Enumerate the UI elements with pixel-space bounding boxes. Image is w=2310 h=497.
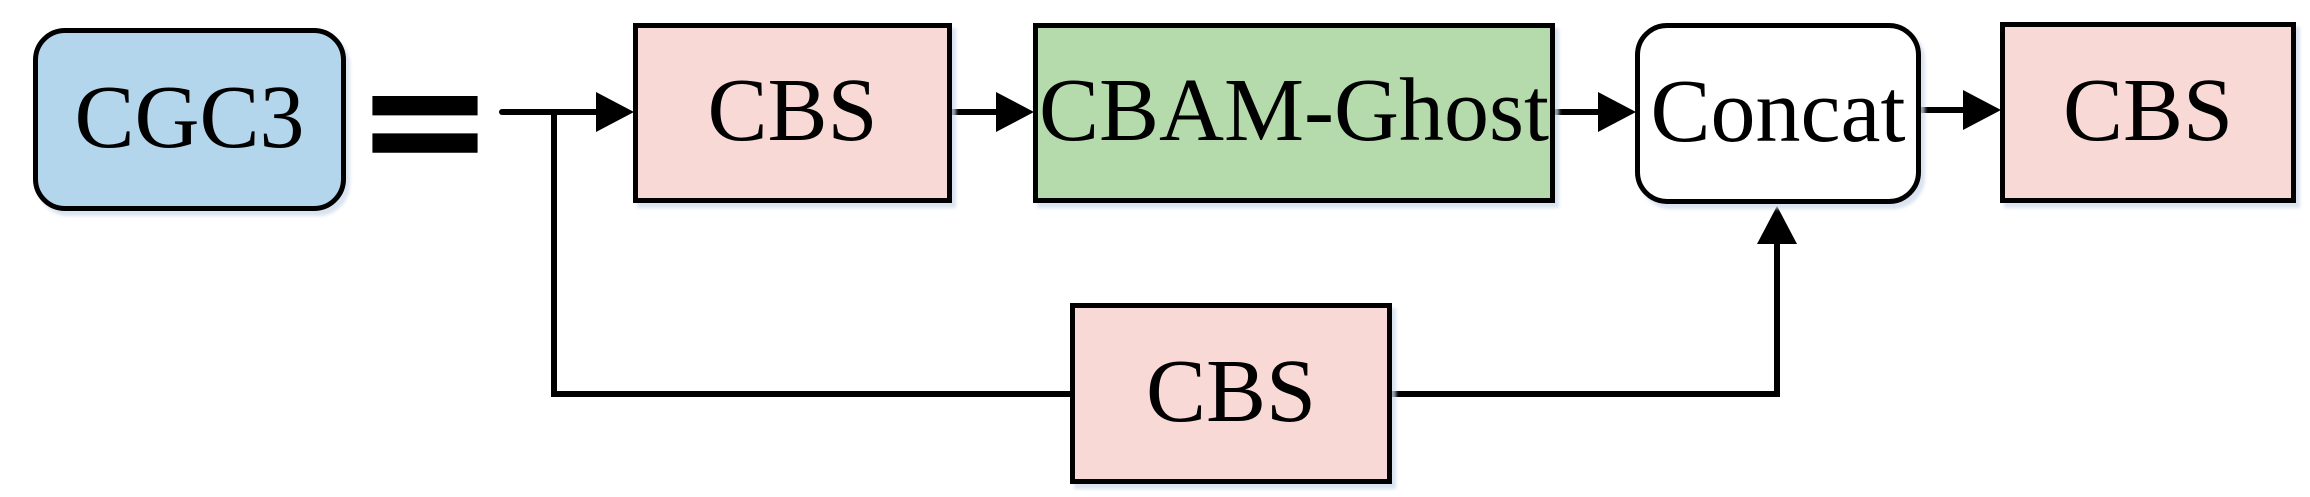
node-cbs-output-label: CBS [2062,60,2234,160]
node-concat-label: Concat [1650,61,1906,161]
node-cbs-top-label: CBS [707,61,878,160]
node-cbam-ghost: CBAM-Ghost [1033,23,1555,203]
node-cbs-output: CBS [2000,22,2296,203]
node-concat: Concat [1635,23,1921,204]
arrowhead-into-cbam-ghost [996,92,1034,132]
node-cgc3-label: CGC3 [74,67,305,167]
edge-shortcut-cbs-to-concat [1392,242,1780,397]
node-cbam-ghost-label: CBAM-Ghost [1038,61,1550,160]
arrowhead-into-cbs-top [596,92,634,132]
arrowhead-into-concat [1598,92,1636,132]
node-cbs-top: CBS [633,23,952,203]
node-cbs-shortcut-label: CBS [1145,341,1317,441]
arrowhead-into-cbs-output [1963,90,2001,130]
node-cbs-shortcut: CBS [1070,303,1392,484]
equals-sign: = [354,21,496,217]
arrowhead-up-into-concat [1757,206,1797,244]
node-cgc3: CGC3 [33,28,346,211]
